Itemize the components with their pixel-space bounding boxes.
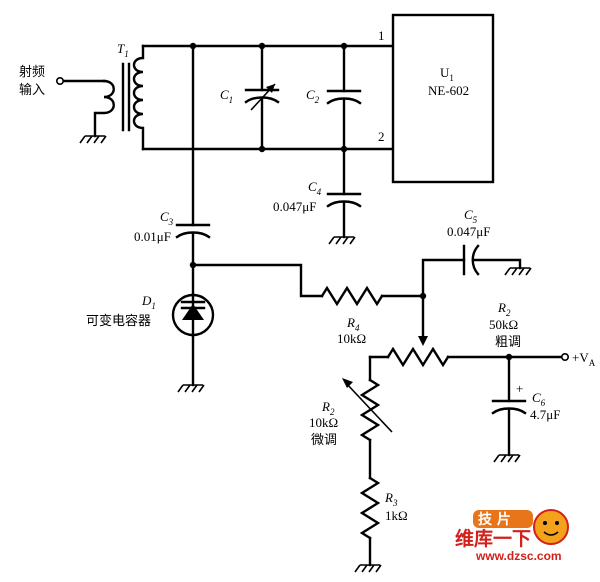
varactor-d1: D1 可变电容器 xyxy=(86,263,215,393)
rf-input-terminal[interactable] xyxy=(55,77,64,86)
c3-label: C3 xyxy=(160,209,174,227)
transformer-t1: T1 xyxy=(117,41,145,151)
t1-secondary xyxy=(132,44,145,151)
r2-coarse-value: 50kΩ xyxy=(489,317,518,332)
r4-value: 10kΩ xyxy=(337,331,366,346)
d1-label: D1 xyxy=(141,293,156,311)
r2-coarse-description: 粗调 xyxy=(495,335,521,350)
supply-label: +VA xyxy=(572,350,596,368)
watermark-logo-text: 技 片 xyxy=(478,511,511,528)
rf-input-ground xyxy=(79,135,107,144)
watermark-brand: 维库一下 xyxy=(455,527,531,550)
c6-value: 4.7μF xyxy=(530,407,560,422)
watermark-mascot-icon xyxy=(533,509,569,545)
u1-pin1: 1 xyxy=(378,28,385,43)
r2-fine-value: 10kΩ xyxy=(309,415,338,430)
capacitor-c5: C5 0.047μF xyxy=(421,207,532,298)
r3-value: 1kΩ xyxy=(385,508,408,523)
u1-pin2: 2 xyxy=(378,129,385,144)
c5-label: C5 xyxy=(464,207,478,225)
c2-label: C2 xyxy=(306,87,320,105)
c5-value: 0.047μF xyxy=(447,224,490,239)
capacitor-c3: C3 0.01μF xyxy=(134,44,211,267)
r4-label: R4 xyxy=(346,315,360,333)
resistor-r3: R3 1kΩ xyxy=(354,476,408,573)
ic-u1: 1 2 U1 NE-602 xyxy=(378,13,495,184)
r2-fine-description: 微调 xyxy=(311,433,337,448)
c4-value: 0.047μF xyxy=(273,199,316,214)
rf-input-label-line2: 输入 xyxy=(19,82,45,98)
rf-input-label-line1: 射频 xyxy=(19,64,45,80)
u1-part-number: NE-602 xyxy=(428,83,469,98)
capacitor-c1: C1 xyxy=(220,44,280,151)
watermark-logo xyxy=(473,510,533,528)
potentiometer-r2-coarse: R2 50kΩ 粗调 xyxy=(368,294,569,368)
capacitor-c2: C2 xyxy=(306,44,362,151)
r3-label: R3 xyxy=(384,490,398,508)
resistor-r4: R4 10kΩ xyxy=(191,263,425,346)
watermark-url: www.dzsc.com xyxy=(475,549,562,563)
r2-fine-label: R2 xyxy=(321,399,335,417)
capacitor-c4: C4 0.047μF xyxy=(273,147,362,245)
watermark: 技 片 维库一下 www.dzsc.com xyxy=(455,509,569,563)
capacitor-c6: + C6 4.7μF xyxy=(491,355,560,463)
d1-description: 可变电容器 xyxy=(86,313,151,329)
c4-label: C4 xyxy=(308,179,322,197)
va-terminal[interactable] xyxy=(560,352,569,361)
c1-label: C1 xyxy=(220,87,233,105)
c3-value: 0.01μF xyxy=(134,229,171,244)
t1-label: T1 xyxy=(117,41,129,59)
u1-label: U1 xyxy=(440,65,454,83)
variable-resistor-r2-fine: R2 10kΩ 微调 xyxy=(309,355,393,480)
c6-label: C6 xyxy=(532,390,546,408)
c6-polarity: + xyxy=(516,381,523,396)
rf-input: 射频 输入 xyxy=(19,64,115,144)
r2-coarse-label: R2 xyxy=(497,300,511,318)
